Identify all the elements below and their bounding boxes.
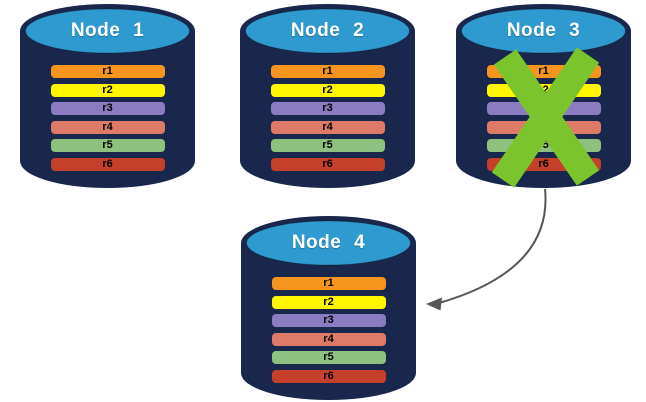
replica-row-label: r6 bbox=[102, 157, 113, 170]
replica-row-label: r4 bbox=[322, 120, 333, 133]
replica-row: r6 bbox=[270, 157, 385, 171]
cylinder-cap bbox=[245, 8, 410, 54]
failure-x-icon bbox=[491, 47, 600, 188]
replica-row-label: r2 bbox=[323, 295, 334, 308]
replica-row: r3 bbox=[270, 102, 385, 116]
cylinder-cap bbox=[461, 8, 626, 54]
failover-arrow-line bbox=[438, 188, 547, 304]
replica-row-label: r1 bbox=[322, 65, 333, 77]
cylinder-cap bbox=[246, 220, 411, 266]
replica-row: r4 bbox=[271, 332, 386, 346]
node-1-title: Node 1 bbox=[70, 20, 145, 41]
replica-row-label: r6 bbox=[538, 157, 549, 170]
replica-row-label: r2 bbox=[102, 83, 113, 96]
replica-row-label: r4 bbox=[102, 120, 113, 133]
replica-row: r2 bbox=[270, 83, 385, 97]
node-2-replica-rows: r1 r2 r3 r4 r5 r6 bbox=[240, 65, 415, 171]
replica-row: r6 bbox=[50, 157, 165, 171]
replica-row: r4 bbox=[270, 120, 385, 134]
replica-row-label: r6 bbox=[323, 369, 334, 382]
node-4-title: Node 4 bbox=[291, 232, 366, 253]
replica-row-label: r1 bbox=[323, 277, 334, 289]
replica-row: r3 bbox=[271, 314, 386, 328]
replica-row: r1 bbox=[50, 65, 165, 78]
replica-row-label: r2 bbox=[322, 83, 333, 96]
node-4: Node 4 r1 r2 r3 r4 r5 r6 bbox=[241, 216, 416, 400]
replica-row-label: r3 bbox=[102, 102, 113, 115]
replica-row: r1 bbox=[270, 65, 385, 78]
replica-row: r5 bbox=[270, 139, 385, 153]
replica-row-label: r5 bbox=[322, 139, 333, 152]
replica-row: r6 bbox=[271, 369, 386, 383]
replica-row: r2 bbox=[271, 295, 386, 309]
replica-row-label: r3 bbox=[323, 314, 334, 327]
node-4-replica-rows: r1 r2 r3 r4 r5 r6 bbox=[241, 277, 416, 383]
replica-row-label: r5 bbox=[323, 351, 334, 364]
node-2: Node 2 r1 r2 r3 r4 r5 r6 bbox=[240, 4, 415, 188]
replica-row: r5 bbox=[271, 351, 386, 365]
node-1-replica-rows: r1 r2 r3 r4 r5 r6 bbox=[20, 65, 195, 171]
replica-row-label: r6 bbox=[322, 157, 333, 170]
replica-row: r3 bbox=[50, 102, 165, 116]
replica-row: r4 bbox=[50, 120, 165, 134]
replica-row: r5 bbox=[50, 139, 165, 153]
replica-row-label: r1 bbox=[102, 65, 113, 77]
cylinder-cap bbox=[25, 8, 190, 54]
replica-row-label: r3 bbox=[322, 102, 333, 115]
replica-row-label: r4 bbox=[323, 332, 334, 345]
replica-row-label: r5 bbox=[538, 139, 549, 152]
replica-row: r2 bbox=[50, 83, 165, 97]
node-2-title: Node 2 bbox=[290, 20, 365, 41]
node-3-title: Node 3 bbox=[506, 20, 581, 41]
replica-row-label: r5 bbox=[102, 139, 113, 152]
node-3: Node 3 r1 r2 r3 r4 r5 r6 bbox=[456, 4, 631, 188]
replica-row: r1 bbox=[271, 277, 386, 290]
failover-arrow-head-icon bbox=[426, 297, 442, 311]
replica-row-label: r1 bbox=[538, 65, 549, 77]
x-stroke bbox=[491, 47, 600, 188]
node-1: Node 1 r1 r2 r3 r4 r5 r6 bbox=[20, 4, 195, 188]
